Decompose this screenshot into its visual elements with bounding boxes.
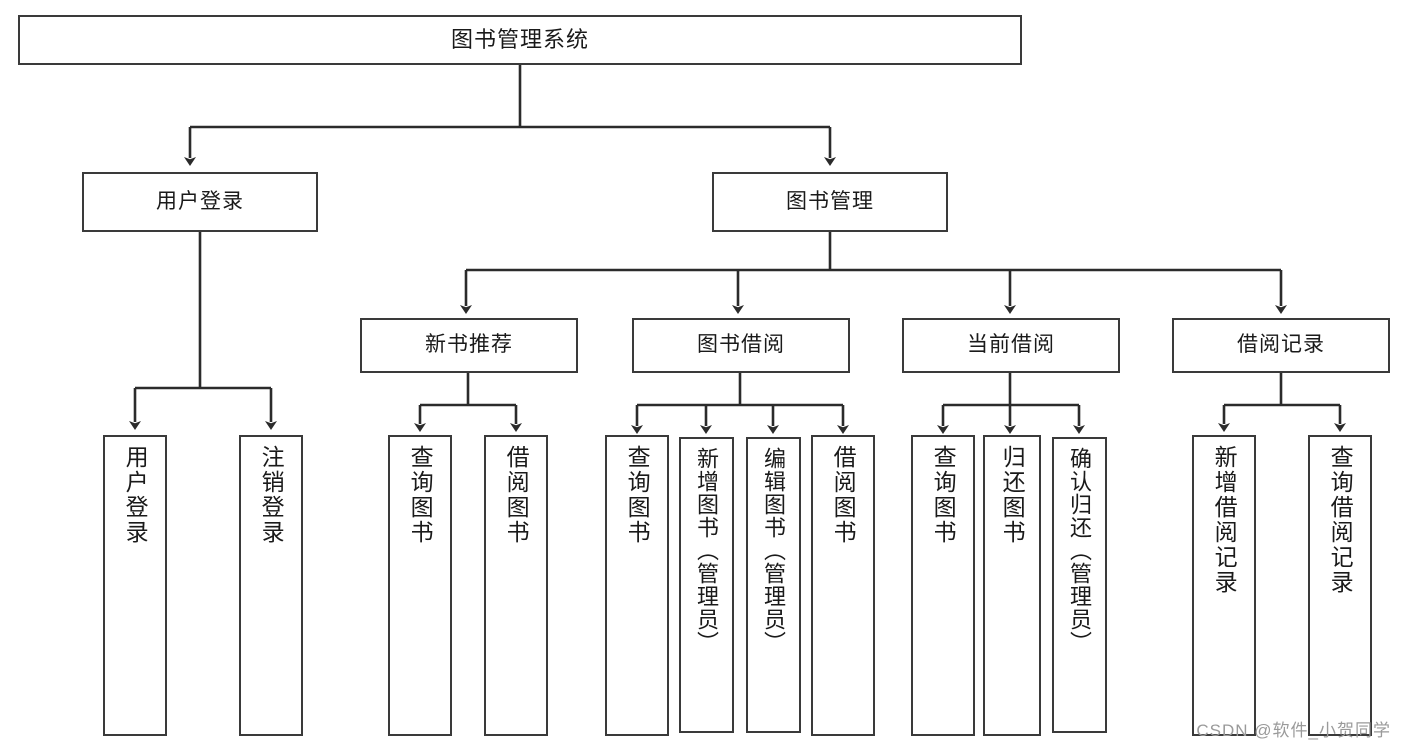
node-book-manage[interactable]: 图书管理 [712, 172, 948, 232]
leaf-query-book-1[interactable]: 查询图书 [388, 435, 452, 736]
node-user-login[interactable]: 用户登录 [82, 172, 318, 232]
leaf-add-book[interactable]: 新增图书（管理员） [679, 437, 734, 733]
node-root-system[interactable]: 图书管理系统 [18, 15, 1022, 65]
node-label: 图书管理系统 [450, 27, 589, 53]
node-label: 注销登录 [258, 445, 285, 545]
node-label: 当前借阅 [967, 333, 1055, 357]
node-label: 查询图书 [930, 445, 957, 545]
leaf-user-logout[interactable]: 注销登录 [239, 435, 303, 736]
leaf-borrow-book-2[interactable]: 借阅图书 [811, 435, 875, 736]
node-new-book-recommend[interactable]: 新书推荐 [360, 318, 578, 373]
leaf-borrow-book-1[interactable]: 借阅图书 [484, 435, 548, 736]
node-borrow-record[interactable]: 借阅记录 [1172, 318, 1390, 373]
node-label: 查询图书 [624, 445, 651, 545]
node-label: 用户登录 [156, 189, 244, 213]
node-label: 编辑图书（管理员） [761, 447, 787, 654]
watermark: CSDN @软件_小贺同学 [1196, 721, 1391, 740]
node-book-borrow[interactable]: 图书借阅 [632, 318, 850, 373]
leaf-return-book[interactable]: 归还图书 [983, 435, 1041, 736]
leaf-query-record[interactable]: 查询借阅记录 [1308, 435, 1372, 736]
node-label: 借阅图书 [503, 445, 530, 545]
node-label: 归还图书 [999, 445, 1026, 545]
node-current-borrow[interactable]: 当前借阅 [902, 318, 1120, 373]
node-label: 借阅记录 [1237, 333, 1325, 357]
node-label: 用户登录 [122, 445, 149, 545]
node-label: 查询图书 [407, 445, 434, 545]
leaf-query-book-3[interactable]: 查询图书 [911, 435, 975, 736]
node-label: 新增图书（管理员） [694, 447, 720, 654]
node-label: 确认归还（管理员） [1067, 447, 1093, 654]
node-label: 新增借阅记录 [1211, 445, 1238, 595]
node-label: 图书管理 [786, 189, 874, 213]
leaf-edit-book[interactable]: 编辑图书（管理员） [746, 437, 801, 733]
node-label: 借阅图书 [830, 445, 857, 545]
leaf-add-record[interactable]: 新增借阅记录 [1192, 435, 1256, 736]
node-label: 图书借阅 [697, 333, 785, 357]
node-label: 新书推荐 [425, 333, 513, 357]
leaf-query-book-2[interactable]: 查询图书 [605, 435, 669, 736]
node-label: 查询借阅记录 [1327, 445, 1354, 595]
leaf-user-login[interactable]: 用户登录 [103, 435, 167, 736]
leaf-confirm-return[interactable]: 确认归还（管理员） [1052, 437, 1107, 733]
